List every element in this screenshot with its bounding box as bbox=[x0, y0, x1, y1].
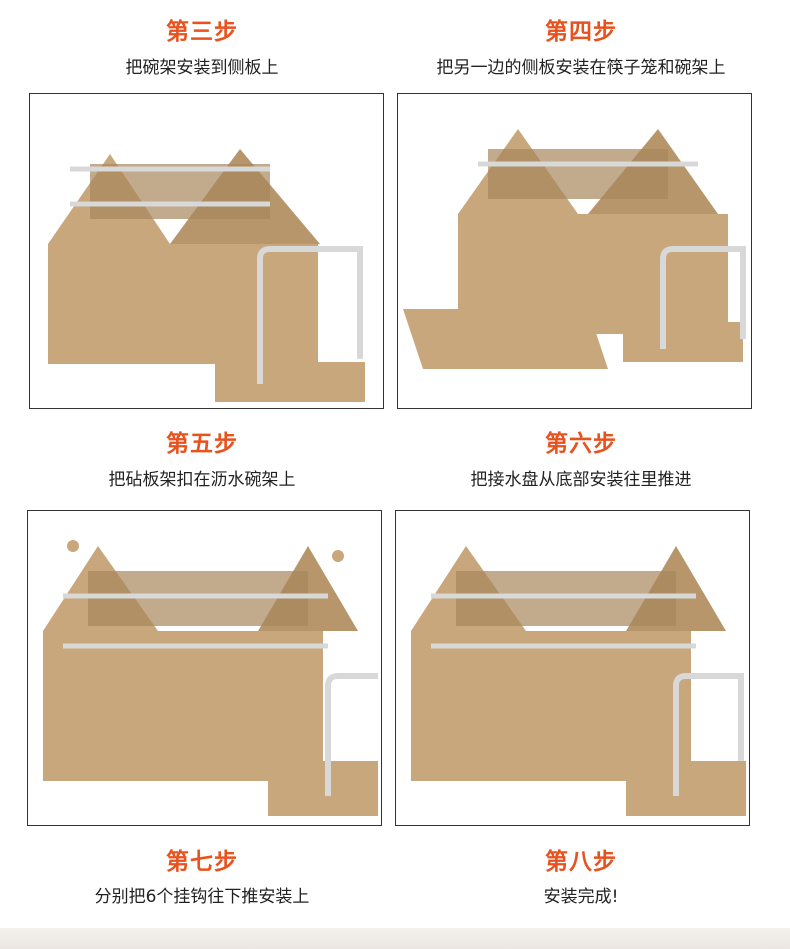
step-3-title: 第三步 bbox=[166, 19, 238, 45]
step-4-title: 第四步 bbox=[545, 19, 617, 45]
step-8-photo bbox=[395, 510, 750, 826]
step-5-description: 把砧板架扣在沥水碗架上 bbox=[108, 470, 296, 490]
step-7-title: 第七步 bbox=[166, 849, 238, 875]
step-4-description: 把另一边的侧板安装在筷子笼和碗架上 bbox=[436, 58, 726, 78]
step-7-description: 分别把6个挂钩往下推安装上 bbox=[94, 887, 310, 907]
step-8-description: 安装完成! bbox=[543, 887, 619, 907]
step-5-title: 第五步 bbox=[166, 431, 238, 457]
step-6-title: 第六步 bbox=[545, 431, 617, 457]
step-4-photo bbox=[397, 93, 752, 409]
step-6-description: 把接水盘从底部安装往里推进 bbox=[470, 470, 692, 490]
step-8-title: 第八步 bbox=[545, 849, 617, 875]
step-3-photo bbox=[29, 93, 384, 409]
bottom-strip bbox=[0, 928, 790, 949]
step-7-photo bbox=[27, 510, 382, 826]
step-3-description: 把碗架安装到侧板上 bbox=[125, 58, 279, 78]
